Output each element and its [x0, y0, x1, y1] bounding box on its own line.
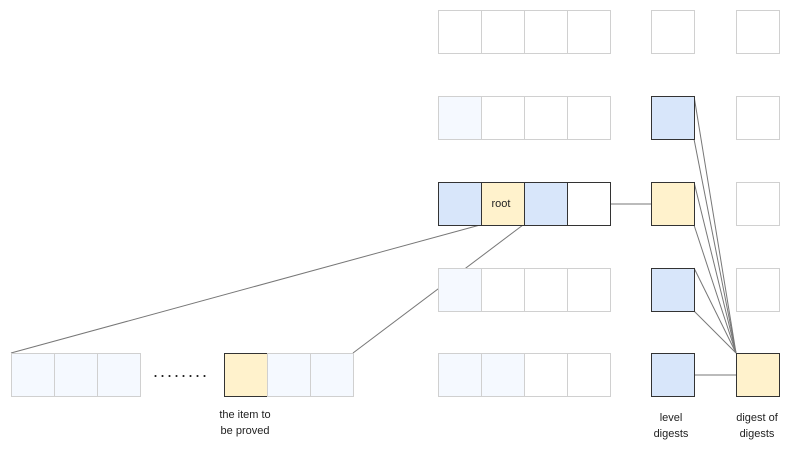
cell-layer	[11, 10, 780, 397]
level-digests-label-line2: digests	[654, 428, 689, 440]
level-digest-cell-3	[651, 268, 695, 312]
level-to-digest-line-2	[693, 181, 737, 354]
digest-of-digests-cell-3	[736, 268, 780, 312]
leaf-cell-left-0	[11, 353, 55, 397]
item-to-be-proved-label-line2: be proved	[221, 425, 270, 437]
digest-of-digests-label-line2: digests	[740, 428, 775, 440]
level-to-digest-line-1	[693, 95, 737, 354]
level-digest-cell-1	[651, 96, 695, 140]
grid-cell-r3-c3	[567, 268, 611, 312]
grid-cell-r4-c0	[438, 353, 482, 397]
digest-of-digests-cell-1	[736, 96, 780, 140]
grid-cell-r1-c1	[481, 96, 525, 140]
leaf-cell-left-2	[97, 353, 141, 397]
leaf-cell-right-2	[310, 353, 354, 397]
leaf-cell-right-0	[224, 353, 268, 397]
level-digest-cell-4	[651, 353, 695, 397]
level-digest-cell-2	[651, 182, 695, 226]
proof-line-left	[10, 224, 481, 354]
grid-cell-r4-c3	[567, 353, 611, 397]
grid-cell-r0-c2	[524, 10, 568, 54]
grid-cell-r1-c3	[567, 96, 611, 140]
connector-lines	[10, 95, 737, 376]
ellipsis: ........	[153, 361, 209, 381]
level-to-digest-line-1-b	[693, 138, 737, 354]
grid-cell-r3-c1	[481, 268, 525, 312]
level-to-digest-line-3-b	[693, 310, 737, 354]
root-label: root	[492, 198, 511, 210]
grid-cell-r2-c1	[481, 182, 525, 226]
level-digests-label-line1: level	[660, 412, 683, 424]
grid-cell-r1-c2	[524, 96, 568, 140]
digest-of-digests-cell-2	[736, 182, 780, 226]
grid-cell-r2-c3	[567, 182, 611, 226]
grid-cell-r0-c3	[567, 10, 611, 54]
grid-cell-r2-c2	[524, 182, 568, 226]
digest-of-digests-cell-0	[736, 10, 780, 54]
grid-cell-r4-c1	[481, 353, 525, 397]
grid-cell-r0-c0	[438, 10, 482, 54]
leaf-cell-left-1	[54, 353, 98, 397]
grid-cell-r2-c0	[438, 182, 482, 226]
grid-cell-r4-c2	[524, 353, 568, 397]
level-to-digest-line-2-b	[693, 224, 737, 354]
digest-of-digests-label-line1: digest of	[736, 412, 779, 424]
level-to-digest-line-3	[693, 267, 737, 354]
grid-cell-r0-c1	[481, 10, 525, 54]
item-to-be-proved-label-line1: the item to	[219, 409, 270, 421]
grid-cell-r3-c2	[524, 268, 568, 312]
digest-of-digests-cell-4	[736, 353, 780, 397]
grid-cell-r1-c0	[438, 96, 482, 140]
level-digest-cell-0	[651, 10, 695, 54]
grid-cell-r3-c0	[438, 268, 482, 312]
leaf-cell-right-1	[267, 353, 311, 397]
